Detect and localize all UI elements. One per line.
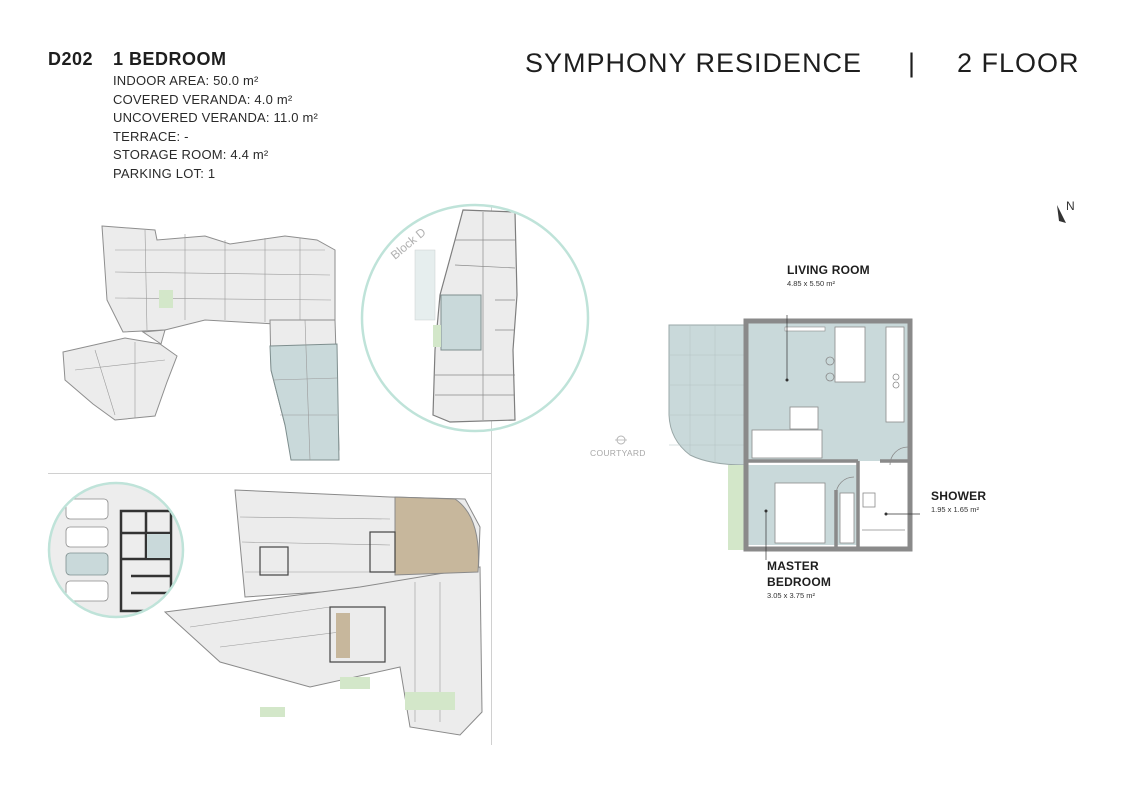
unit-floor-plan: [668, 315, 920, 560]
spec-terrace: TERRACE: -: [113, 128, 189, 144]
site-key-plan: [62, 225, 340, 461]
living-room-dims: 4.85 x 5.50 m²: [787, 279, 835, 288]
block-zoom-circle: Block D: [360, 203, 590, 433]
unit-specs: INDOOR AREA: 50.0 m² COVERED VERANDA: 4.…: [113, 72, 318, 184]
master-bedroom-label-line1: MASTER: [767, 559, 819, 573]
shower-dims: 1.95 x 1.65 m²: [931, 505, 979, 514]
shower-label: SHOWER: [931, 489, 987, 503]
spec-parking-lot: PARKING LOT: 1: [113, 165, 216, 181]
title-separator: |: [908, 48, 916, 78]
spec-storage-room: STORAGE ROOM: 4.4 m²: [113, 147, 269, 163]
master-bedroom-dims: 3.05 x 3.75 m²: [767, 591, 815, 600]
unit-type: 1 BEDROOM: [113, 49, 227, 69]
project-title: SYMPHONY RESIDENCE: [525, 48, 863, 78]
divider-vertical: [491, 205, 492, 745]
divider-horizontal: [48, 473, 492, 474]
courtyard-icon: [615, 435, 627, 445]
floor-label: 2 FLOOR: [957, 48, 1080, 78]
courtyard-label: COURTYARD: [590, 448, 646, 458]
spec-indoor-area: INDOOR AREA: 50.0 m²: [113, 73, 259, 88]
living-room-label: LIVING ROOM: [787, 263, 870, 277]
north-arrow-icon: [1057, 205, 1066, 223]
north-label: N: [1066, 199, 1075, 213]
spec-covered-veranda: COVERED VERANDA: 4.0 m²: [113, 91, 293, 107]
unit-code: D202: [48, 49, 94, 69]
master-bedroom-label-line2: BEDROOM: [767, 575, 832, 589]
ground-parking-plan: [163, 489, 483, 736]
spec-uncovered-veranda: UNCOVERED VERANDA: 11.0 m²: [113, 110, 319, 126]
parking-zoom-circle: [47, 481, 185, 619]
